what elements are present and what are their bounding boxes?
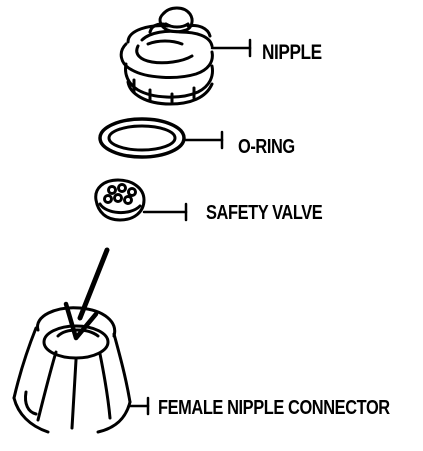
o-ring-label: O-RING bbox=[238, 137, 295, 157]
nipple-label: NIPPLE bbox=[262, 42, 322, 63]
nipple-drawing bbox=[121, 8, 250, 104]
safety-valve-drawing bbox=[96, 180, 186, 220]
female-nipple-connector-label: FEMALE NIPPLE CONNECTOR bbox=[158, 398, 390, 418]
o-ring-drawing bbox=[100, 119, 222, 157]
female-nipple-connector-drawing bbox=[14, 308, 148, 432]
safety-valve-label: SAFETY VALVE bbox=[206, 203, 322, 223]
